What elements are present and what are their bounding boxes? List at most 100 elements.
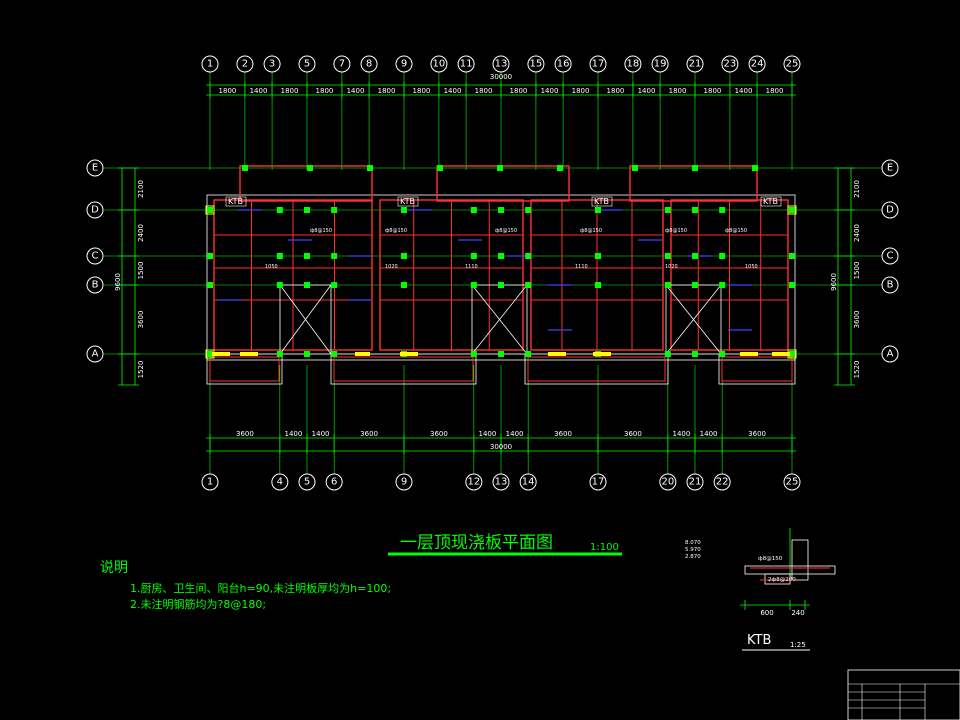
column xyxy=(276,253,283,259)
dim-text-top: 1800 xyxy=(475,87,493,95)
axis-bubble-bottom xyxy=(325,473,343,491)
dim-text-bottom: 1400 xyxy=(673,430,691,438)
axis-label-bottom: 5 xyxy=(304,477,310,488)
dim-total-bottom: 30000 xyxy=(490,443,512,451)
balcony-wall xyxy=(527,356,666,382)
column xyxy=(401,207,407,213)
edge-bar xyxy=(593,352,611,356)
axis-label-top: 17 xyxy=(592,59,605,70)
column xyxy=(304,351,310,357)
dim-text-bottom: 3600 xyxy=(360,430,378,438)
axis-label-top: 10 xyxy=(433,59,446,70)
balcony-outline xyxy=(206,353,283,385)
column xyxy=(470,282,477,288)
axis-bubble-right xyxy=(881,345,899,363)
dim-text-bottom: 1400 xyxy=(312,430,330,438)
dim-text-top: 1800 xyxy=(219,87,237,95)
stair-cross xyxy=(471,284,528,355)
axis-label-bottom: 22 xyxy=(716,477,729,488)
column xyxy=(307,165,313,171)
rebar-label: ф8@150 xyxy=(310,228,332,234)
dim-text-bottom: 1400 xyxy=(700,430,718,438)
slab-thickness-label: 1110 xyxy=(575,264,588,270)
dim-text-right: 1520 xyxy=(853,361,861,379)
dim-text-left: 2400 xyxy=(137,224,145,242)
column xyxy=(525,253,532,259)
dim-text-bottom: 3600 xyxy=(430,430,448,438)
slab-thickness-label: 1020 xyxy=(665,264,678,270)
dim-text-left: 2100 xyxy=(137,180,145,198)
column xyxy=(470,253,477,259)
axis-label-top: 7 xyxy=(339,59,345,70)
axis-bubble-left xyxy=(86,345,104,363)
balcony-wall xyxy=(333,356,474,382)
axis-bubble-top xyxy=(554,55,572,73)
axis-bubble-top xyxy=(783,55,801,73)
column xyxy=(470,207,477,213)
rebar-label: ф8@150 xyxy=(665,228,687,234)
dim-text-top: 1800 xyxy=(766,87,784,95)
axis-bubble-right xyxy=(881,159,899,177)
column xyxy=(595,207,601,213)
balcony-outline xyxy=(524,353,669,385)
axis-bubble-bottom xyxy=(492,473,510,491)
dim-text-top: 1400 xyxy=(250,87,268,95)
column xyxy=(692,351,698,357)
axis-label-bottom: 25 xyxy=(786,477,799,488)
column xyxy=(276,351,283,357)
bay-walls xyxy=(629,165,758,202)
axis-label-bottom: 6 xyxy=(331,477,337,488)
axis-bubble-right xyxy=(881,247,899,265)
column xyxy=(207,253,213,259)
axis-label-bottom: 20 xyxy=(661,477,674,488)
axis-bubble-top xyxy=(748,55,766,73)
dim-text-bottom: 1400 xyxy=(285,430,303,438)
column xyxy=(595,282,601,288)
column xyxy=(789,253,795,259)
axis-bubble-bottom xyxy=(519,473,537,491)
column xyxy=(692,282,698,288)
axis-label-top: 13 xyxy=(495,59,508,70)
axis-label-right: E xyxy=(887,163,893,174)
axis-label-bottom: 4 xyxy=(277,477,283,488)
notes-line-1: 1.厨房、卫生间、阳台h=90,未注明板厚均为h=100; xyxy=(130,581,391,595)
notes-heading: 说明 xyxy=(100,560,128,576)
column xyxy=(632,165,638,171)
slab-thickness-label: 1050 xyxy=(745,264,758,270)
drawing-scale: 1:100 xyxy=(590,542,619,553)
stair-cross xyxy=(665,284,722,355)
column xyxy=(789,207,795,213)
axis-label-top: 11 xyxy=(460,59,473,70)
column xyxy=(595,253,601,259)
axis-bubble-left xyxy=(86,159,104,177)
column xyxy=(692,253,698,259)
axis-bubble-top xyxy=(721,55,739,73)
axis-bubble-bottom xyxy=(589,473,607,491)
column xyxy=(207,282,213,288)
axis-label-top: 19 xyxy=(654,59,667,70)
axis-bubble-bottom xyxy=(395,473,413,491)
axis-label-top: 24 xyxy=(751,59,764,70)
column xyxy=(525,282,532,288)
axis-label-right: D xyxy=(886,205,894,216)
column xyxy=(789,351,795,357)
column xyxy=(719,253,726,259)
ktb-tag: KTB xyxy=(400,197,415,206)
dim-text-top: 1400 xyxy=(444,87,462,95)
column xyxy=(401,282,407,288)
dim-text-bottom: 3600 xyxy=(554,430,572,438)
column xyxy=(304,253,310,259)
axis-bubble-bottom xyxy=(201,473,219,491)
axis-grid xyxy=(104,72,882,474)
edge-bar xyxy=(355,352,370,356)
column xyxy=(719,282,726,288)
dim-text-left: 1500 xyxy=(137,262,145,280)
column xyxy=(664,207,671,213)
column xyxy=(497,165,503,171)
axis-bubble-top xyxy=(686,55,704,73)
dim-text-top: 1800 xyxy=(607,87,625,95)
